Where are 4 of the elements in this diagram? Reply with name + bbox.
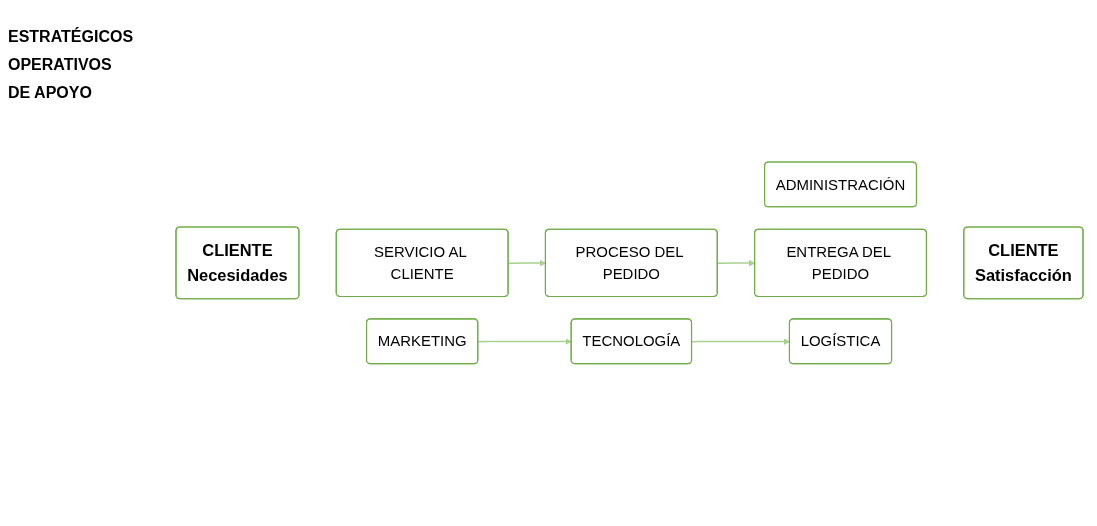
section-heading: OPERATIVOS xyxy=(8,56,113,74)
section-heading: DE APOYO xyxy=(8,84,93,102)
arrow xyxy=(477,338,572,346)
section-heading: ESTRATÉGICOS xyxy=(8,28,135,46)
